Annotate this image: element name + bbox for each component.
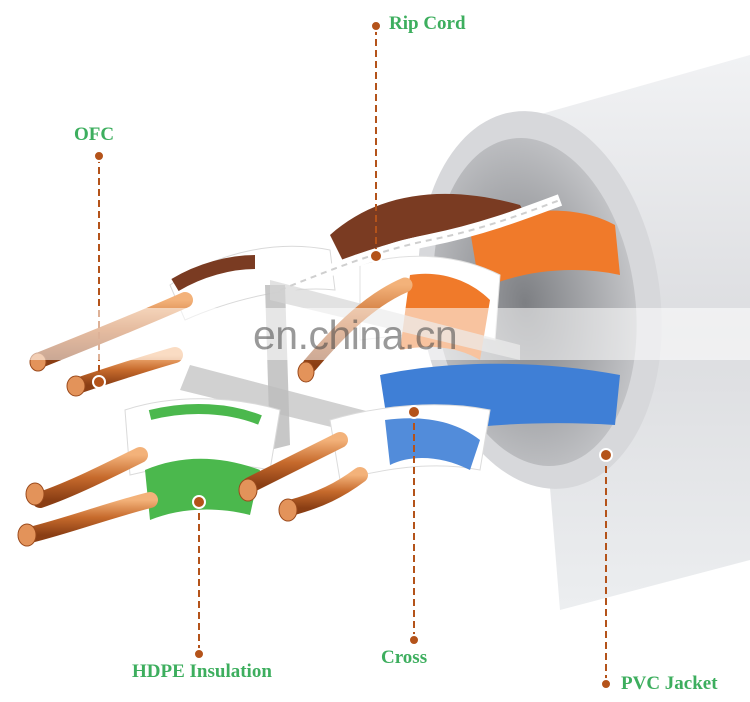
ofc-target-dot	[92, 375, 106, 389]
rip-cord-strand	[277, 194, 563, 296]
brown-pair	[169, 193, 540, 321]
label-rip-cord: Rip Cord	[389, 13, 466, 34]
cross-target-dot	[407, 405, 421, 419]
rip-cord-top-dot	[370, 20, 382, 32]
pvc-bottom-dot	[600, 678, 612, 690]
label-pvc-jacket: PVC Jacket	[621, 673, 718, 694]
watermark-band	[0, 308, 750, 360]
cross-bottom-dot	[408, 634, 420, 646]
rip-cord-target-dot	[369, 249, 383, 263]
label-ofc: OFC	[74, 124, 115, 145]
label-cross: Cross	[381, 647, 428, 668]
pvc-target-dot	[599, 448, 613, 462]
leader-dots	[92, 20, 613, 690]
leader-lines	[98, 28, 607, 684]
hdpe-bottom-dot	[193, 648, 205, 660]
blue-pair	[329, 363, 620, 481]
hdpe-target-dot	[192, 495, 206, 509]
green-pair	[124, 398, 281, 520]
label-hdpe-insulation: HDPE Insulation	[132, 661, 272, 682]
ofc-top-dot	[93, 150, 105, 162]
watermark-text: en.china.cn	[253, 312, 458, 358]
